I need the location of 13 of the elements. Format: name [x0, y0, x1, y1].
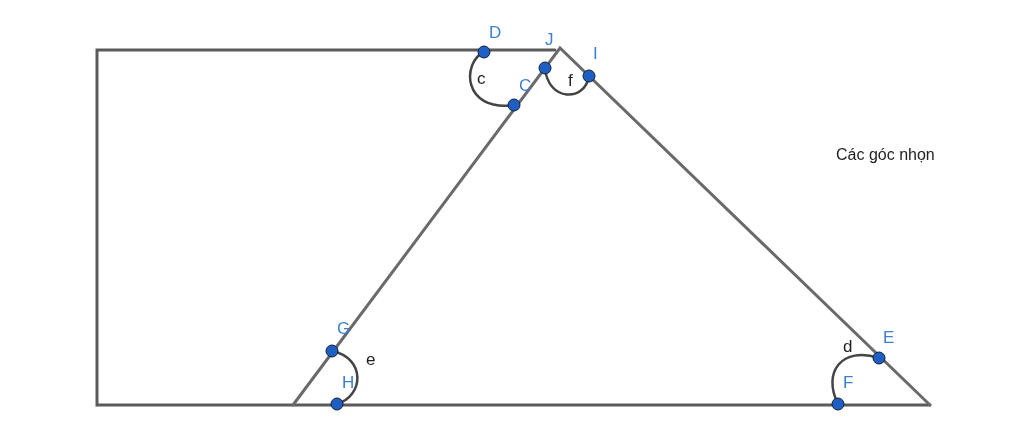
point-label: G	[337, 320, 351, 337]
angle-label: c	[477, 70, 486, 87]
point-label: E	[883, 329, 895, 346]
angle-label: e	[366, 351, 376, 368]
point-label: H	[342, 374, 355, 391]
note-text: Các góc nhọn	[836, 147, 935, 163]
point-label: D	[489, 24, 502, 41]
point-label: J	[545, 31, 554, 48]
angle-label: f	[568, 72, 573, 89]
angle-label: d	[843, 338, 853, 355]
point-label: C	[519, 77, 532, 94]
point-label: F	[843, 374, 854, 391]
point-label: I	[593, 45, 598, 62]
